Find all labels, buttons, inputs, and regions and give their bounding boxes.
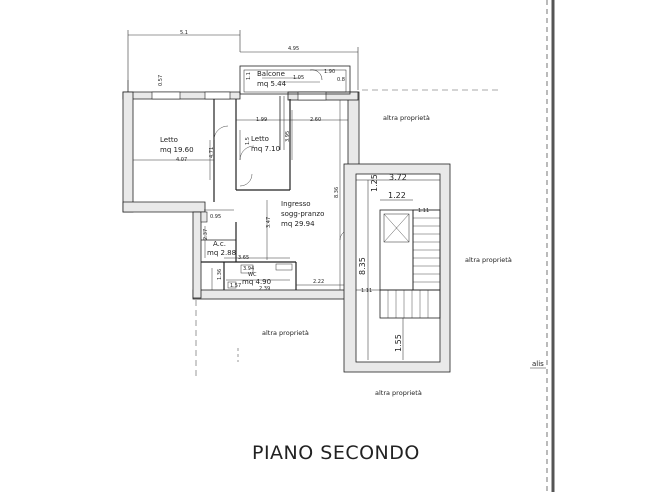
dim-157: 1.57 [230,283,241,289]
dim-365: 3.65 [238,255,249,261]
ingresso-name: Ingresso [281,200,311,208]
ingresso-name2: sogg-pranzo [281,210,324,218]
drawing-title: PIANO SECONDO [252,442,420,464]
dim-836: 8.36 [334,187,340,198]
dim-136: 1.36 [217,269,223,280]
dim-407: 4.07 [176,157,187,163]
dim-095: 0.95 [210,214,221,220]
wc-fixtures [227,263,293,289]
balcone-name: Balcone [257,70,285,78]
dim-letto-top: 0.57 [158,75,164,86]
windows-top [151,91,327,101]
dim-15: 1.5 [245,137,251,145]
dim-stair-111b: 1.11 [361,288,372,294]
dim-394: 3.94 [243,266,254,272]
corner-note: alis [532,360,544,368]
balcony [239,65,351,150]
stair-block [343,163,451,373]
dim-347: 3.47 [266,217,272,228]
dim-balc-right2: 0.8 [337,77,345,83]
dim-199: 1.99 [256,117,267,123]
dim-balc-right1: 1.90 [324,69,335,75]
dim-stair-155: 1.55 [394,334,403,352]
dim-stair-372: 3.72 [389,173,407,182]
ingresso-area: mq 29.94 [281,220,315,228]
dim-239: 2.39 [259,286,270,292]
balcone-area: mq 5.44 [257,80,287,88]
dim-stair-835: 8.35 [358,257,367,275]
dim-balc-left: 1.1 [246,72,252,80]
wc-area: mq 4.90 [242,278,271,286]
letto1-area: mq 19.60 [160,146,194,154]
dim-stair-111a: 1.11 [418,208,429,214]
letto1-name: Letto [160,136,178,144]
label-altra-proprieta-top: altra proprietà [383,114,430,122]
dim-balc-mid: 1.05 [293,75,304,81]
top-dimensions [127,30,359,95]
ac-name: A.c. [213,240,226,248]
dim-237: 2.37 [203,229,209,240]
dim-stair-125: 1.25 [370,174,379,192]
dim-top-total: 5.1 [180,30,188,36]
dim-395: 3.95 [285,131,291,142]
interior-dimension-lines [133,100,348,290]
dim-471: 4.71 [209,147,215,158]
label-altra-proprieta-bottom-right: altra proprietà [375,389,422,397]
dim-268: 2.60 [310,117,321,123]
dim-222: 2.22 [313,279,324,285]
label-altra-proprieta-right: altra proprietà [465,256,512,264]
label-altra-proprieta-bottom-mid: altra proprietà [262,329,309,337]
dim-top-right: 4.95 [288,46,299,52]
letto2-name: Letto [251,135,269,143]
letto2-area: mq 7.10 [251,145,280,153]
ac-area: mq 2.88 [207,249,236,257]
dim-stair-122: 1.22 [388,191,406,200]
wc-name: WC [248,272,257,278]
